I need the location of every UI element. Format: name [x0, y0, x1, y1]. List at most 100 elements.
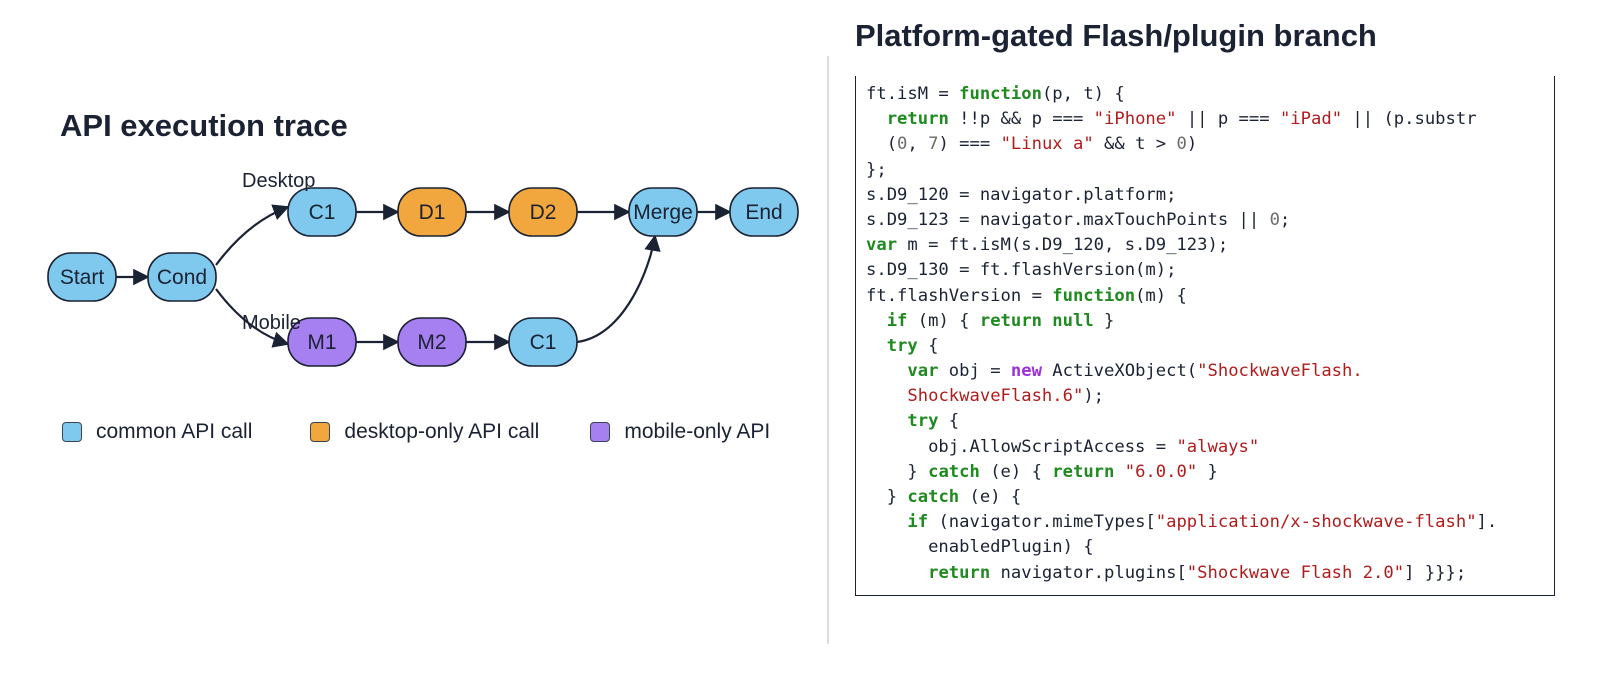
node-shape-start: [47, 252, 117, 302]
node-m1: M1: [287, 317, 357, 367]
code-line: } catch (e) {: [866, 485, 1544, 510]
legend-label-mobile: mobile-only API: [624, 420, 771, 443]
node-shape-end: [729, 187, 799, 237]
code-keyword: return: [1052, 461, 1115, 482]
node-c1-bottom: C1: [508, 317, 578, 367]
code-text: enabledPlugin) {: [866, 537, 1094, 558]
code-text: };: [866, 159, 887, 180]
code-listing: ft.isM = function(p, t) { return !!p && …: [855, 76, 1555, 596]
code-text: [866, 411, 907, 431]
node-shape-d1: [397, 187, 467, 237]
node-label-c1-bottom: C1: [530, 331, 557, 354]
code-line: s.D9_123 = navigator.maxTouchPoints || 0…: [866, 208, 1544, 233]
code-text: || (p.substr: [1342, 109, 1477, 130]
code-string: "iPad": [1279, 109, 1343, 130]
code-line: return !!p && p === "iPhone" || p === "i…: [866, 107, 1544, 132]
code-text: s.D9_120 = navigator.platform;: [866, 184, 1177, 205]
legend-swatch-common: [62, 422, 82, 442]
code-text: [1114, 462, 1124, 482]
code-text: s.D9_123 = navigator.maxTouchPoints ||: [866, 209, 1270, 230]
diagram-legend: common API call desktop-only API call mo…: [62, 420, 770, 444]
code-line: try {: [866, 334, 1544, 359]
code-line: var m = ft.isM(s.D9_120, s.D9_123);: [866, 233, 1544, 258]
code-text: navigator.plugins[: [990, 562, 1187, 583]
code-text: {: [938, 411, 960, 432]
code-text: s.D9_130 = ft.flashVersion(m);: [866, 260, 1177, 281]
code-text: [1042, 311, 1052, 331]
code-string: "ShockwaveFlash.: [1197, 361, 1363, 382]
code-text: obj.AllowScriptAccess =: [866, 436, 1177, 457]
code-string: "Shockwave Flash 2.0": [1186, 562, 1405, 583]
node-end: End: [729, 187, 799, 237]
node-shape-d2: [508, 187, 578, 237]
code-number: 7: [928, 134, 939, 155]
code-line: ShockwaveFlash.6");: [866, 384, 1544, 409]
code-number: 0: [1176, 134, 1187, 155]
code-text: ft.isM =: [866, 84, 960, 104]
code-line: return navigator.plugins["Shockwave Flas…: [866, 561, 1544, 586]
code-text: && t >: [1093, 134, 1177, 155]
branch-label-mobile: Mobile: [242, 312, 301, 334]
code-keyword: if: [886, 310, 908, 331]
panel-divider: [827, 56, 829, 644]
code-string: "always": [1176, 436, 1260, 457]
code-text: }: [866, 461, 929, 482]
code-text: (p, t) {: [1041, 84, 1125, 104]
code-line: s.D9_120 = navigator.platform;: [866, 183, 1544, 208]
code-line: if (navigator.mimeTypes["application/x-s…: [866, 510, 1544, 535]
node-label-d1: D1: [419, 201, 446, 224]
code-text: [866, 336, 887, 356]
node-merge: Merge: [628, 187, 698, 237]
code-text: ] }}};: [1404, 562, 1467, 583]
node-shape-cond: [147, 252, 217, 302]
code-text: (m) {: [907, 310, 980, 331]
code-line: (0, 7) === "Linux a" && t > 0): [866, 132, 1544, 157]
code-line: obj.AllowScriptAccess = "always": [866, 435, 1544, 460]
code-text: !!p && p ===: [948, 109, 1094, 130]
code-keyword: return: [886, 109, 949, 130]
legend-item-common: common API call: [62, 420, 252, 444]
code-number: 0: [1269, 209, 1280, 230]
code-text: obj =: [938, 361, 1011, 382]
node-shape-merge: [628, 187, 698, 237]
node-label-end: End: [745, 201, 782, 224]
node-shape-m1: [287, 317, 357, 367]
code-panel-title: Platform-gated Flash/plugin branch: [855, 18, 1377, 53]
code-text: }: [1197, 461, 1218, 482]
code-text: }: [866, 487, 908, 507]
code-keyword: function: [1052, 285, 1136, 306]
code-number: 0: [897, 134, 908, 155]
code-text: [866, 563, 928, 583]
legend-item-desktop: desktop-only API call: [310, 420, 539, 444]
node-m2: M2: [397, 317, 467, 367]
code-text: (e) {: [959, 487, 1022, 507]
code-text: (e) {: [979, 461, 1053, 482]
code-string: "6.0.0": [1124, 461, 1198, 482]
code-keyword: catch: [907, 487, 960, 507]
code-text: ) ===: [938, 134, 1001, 155]
legend-swatch-mobile: [590, 422, 611, 442]
legend-item-mobile: mobile-only API: [590, 420, 770, 444]
code-keyword: try: [886, 335, 918, 356]
code-text: (: [866, 134, 898, 155]
code-keyword: return: [979, 310, 1042, 331]
code-keyword: var: [907, 361, 939, 382]
node-shape-m2: [397, 317, 467, 367]
code-string: "application/x-shockwave-flash": [1155, 512, 1477, 533]
code-text: );: [1083, 386, 1105, 407]
code-text: ;: [1279, 209, 1291, 230]
node-label-start: Start: [60, 266, 105, 289]
code-keyword: return: [928, 562, 991, 583]
code-text: m = ft.isM(s.D9_120, s.D9_123);: [897, 235, 1229, 256]
code-keyword: catch: [928, 461, 980, 482]
code-string: "Linux a": [1000, 134, 1094, 155]
code-line: } catch (e) { return "6.0.0" }: [866, 460, 1544, 485]
code-string: ShockwaveFlash.6": [907, 386, 1084, 407]
code-line: ft.isM = function(p, t) {: [866, 82, 1544, 107]
node-shape-c1-bottom: [508, 317, 578, 367]
node-cond: Cond: [147, 252, 217, 302]
code-keyword: new: [1010, 361, 1042, 382]
node-label-d2: D2: [530, 201, 557, 224]
code-text: [866, 512, 907, 532]
code-keyword: try: [907, 411, 939, 432]
